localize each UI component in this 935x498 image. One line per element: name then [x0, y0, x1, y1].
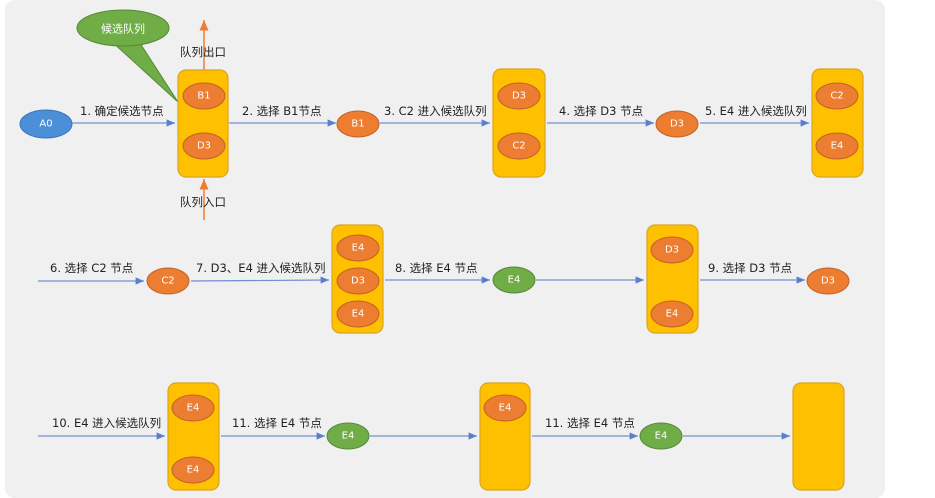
step-label-5: 5. E4 进入候选队列 — [705, 104, 807, 118]
node-a0: A0 — [19, 109, 73, 139]
node-e4-row3a: E4 — [326, 422, 370, 450]
callout-candidate-queue: 候选队列 — [76, 9, 179, 103]
svg-text:C2: C2 — [830, 91, 843, 102]
callout-text: 候选队列 — [101, 22, 145, 36]
queue-8-empty — [792, 382, 845, 491]
queue-entry-label: 队列入口 — [180, 195, 226, 209]
svg-text:D3: D3 — [512, 91, 526, 102]
svg-text:E4: E4 — [342, 431, 355, 442]
queue-1: B1 D3 — [177, 69, 229, 178]
svg-text:E4: E4 — [499, 403, 512, 414]
node-b1: B1 — [336, 110, 380, 138]
node-c2: C2 — [146, 267, 190, 295]
svg-text:B1: B1 — [351, 119, 364, 130]
svg-text:C2: C2 — [161, 276, 174, 287]
step-label-11a: 11. 选择 E4 节点 — [232, 416, 322, 430]
step-label-4: 4. 选择 D3 节点 — [559, 104, 643, 118]
svg-text:A0: A0 — [39, 119, 52, 130]
queue-3: C2 E4 — [811, 68, 864, 178]
svg-text:E4: E4 — [655, 431, 668, 442]
svg-text:E4: E4 — [666, 309, 679, 320]
svg-text:D3: D3 — [821, 276, 835, 287]
node-d3: D3 — [655, 110, 699, 138]
queue-5: D3 E4 — [646, 224, 699, 334]
svg-text:C2: C2 — [512, 141, 525, 152]
step-label-3: 3. C2 进入候选队列 — [384, 104, 487, 118]
node-e4-row3b: E4 — [639, 422, 683, 450]
step-label-7: 7. D3、E4 进入候选队列 — [196, 261, 326, 275]
step-label-10: 10. E4 进入候选队列 — [52, 416, 161, 430]
svg-text:E4: E4 — [352, 243, 365, 254]
node-d3-row2: D3 — [806, 267, 850, 295]
step-label-1: 1. 确定候选节点 — [80, 104, 164, 118]
queue-4: E4 D3 E4 — [331, 224, 384, 334]
node-e4-row2: E4 — [492, 266, 536, 294]
svg-text:E4: E4 — [831, 141, 844, 152]
svg-text:B1: B1 — [197, 91, 210, 102]
svg-text:E4: E4 — [187, 465, 200, 476]
step-label-2: 2. 选择 B1节点 — [242, 104, 322, 118]
svg-text:D3: D3 — [670, 119, 684, 130]
svg-text:E4: E4 — [508, 275, 521, 286]
edge-step-7 — [190, 276, 330, 284]
svg-text:E4: E4 — [187, 403, 200, 414]
queue-6: E4 E4 — [167, 382, 220, 491]
step-label-8: 8. 选择 E4 节点 — [395, 261, 478, 275]
svg-text:E4: E4 — [352, 309, 365, 320]
queue-2: D3 C2 — [492, 68, 546, 178]
svg-text:D3: D3 — [197, 141, 211, 152]
step-label-6: 6. 选择 C2 节点 — [50, 261, 133, 275]
queue-exit-label: 队列出口 — [180, 45, 226, 59]
step-label-11b: 11. 选择 E4 节点 — [545, 416, 635, 430]
svg-text:D3: D3 — [665, 245, 679, 256]
step-label-9: 9. 选择 D3 节点 — [708, 261, 792, 275]
svg-text:D3: D3 — [351, 276, 365, 287]
queue-7: E4 — [479, 382, 531, 491]
